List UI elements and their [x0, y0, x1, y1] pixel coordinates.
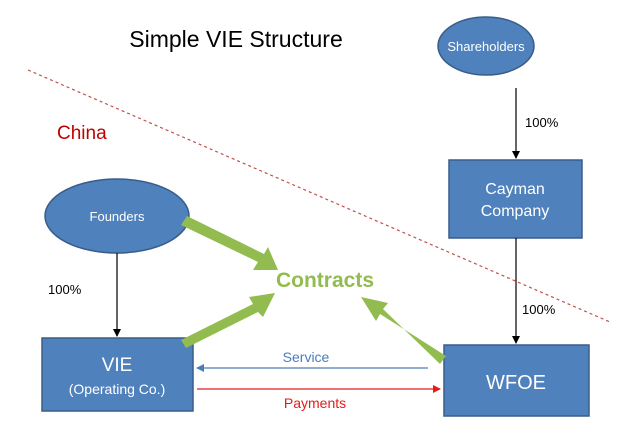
vie-label-line1: VIE [102, 355, 133, 376]
vie-node [41, 337, 194, 412]
diagram-title: Simple VIE Structure [129, 26, 342, 52]
contract-arrows [181, 216, 446, 364]
cayman-company-node [448, 159, 583, 239]
payments-label: Payments [284, 395, 346, 411]
china-label: China [57, 123, 107, 144]
wfoe-label: WFOE [486, 372, 546, 394]
contracts-label: Contracts [276, 269, 374, 292]
wfoe-to-contracts-arrow [361, 297, 446, 364]
cayman-company-label-line1: Cayman [485, 181, 545, 198]
shareholders-to-cayman-pct: 100% [525, 115, 559, 130]
shareholders-label: Shareholders [447, 39, 525, 54]
vie-label-line2: (Operating Co.) [69, 381, 165, 397]
china-border-line [27, 69, 611, 323]
vie-to-contracts-arrow [181, 293, 275, 348]
service-label: Service [283, 349, 330, 365]
cayman-company-label-line2: Company [481, 203, 549, 220]
founders-label: Founders [90, 209, 145, 224]
cayman-to-wfoe-pct: 100% [522, 302, 556, 317]
wfoe-node [443, 344, 590, 417]
founders-to-contracts-arrow [181, 216, 278, 270]
shareholders-node [437, 16, 535, 76]
founders-to-vie-pct: 100% [48, 282, 82, 297]
